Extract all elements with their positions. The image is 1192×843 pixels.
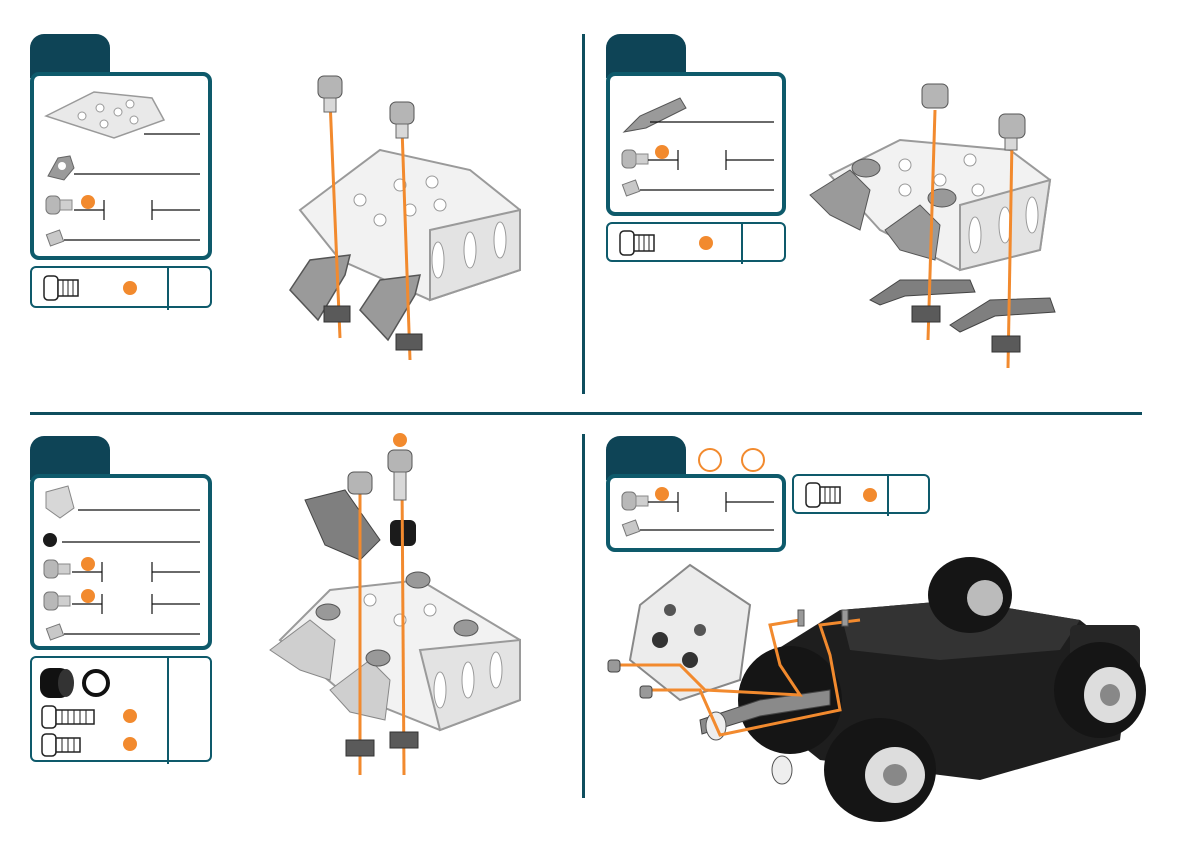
wheel-icon [1054, 642, 1146, 738]
wheel-icon [928, 557, 1012, 633]
wheel-icon [824, 718, 936, 822]
